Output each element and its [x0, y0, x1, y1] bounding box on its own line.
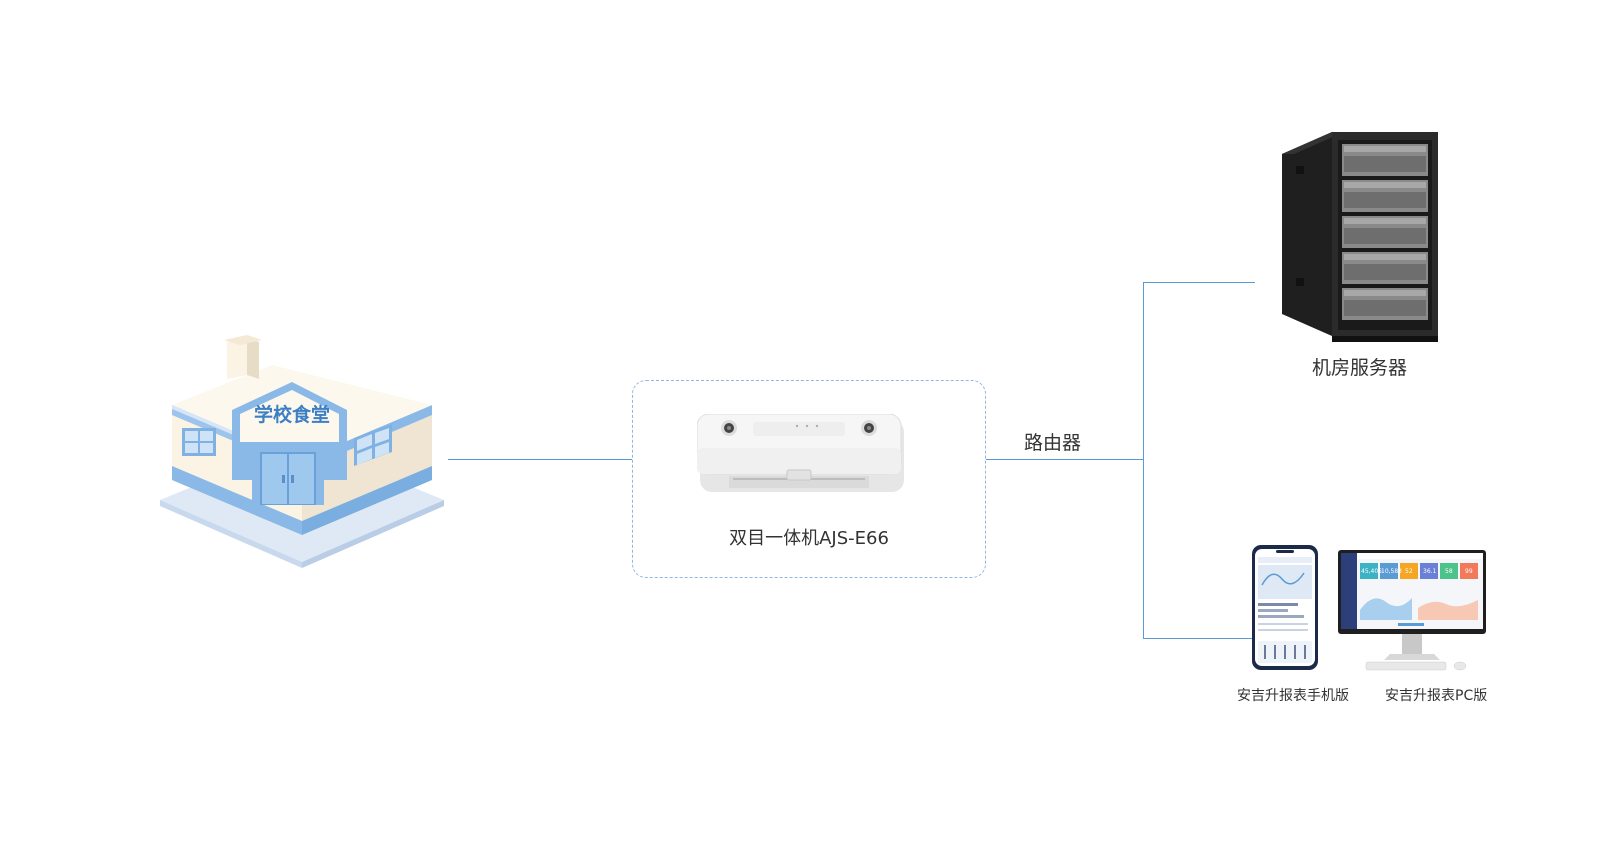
device-to-router-line: [986, 459, 1143, 460]
router-branch-line: [1143, 282, 1144, 638]
server-rack-image: [1280, 128, 1440, 343]
mobile-phone-image: [1252, 545, 1318, 670]
building-to-device-line: [448, 459, 632, 460]
pc-stat-cards: 45,405 10,583 52 36.1 58 99: [1360, 568, 1480, 578]
pc-stat-3: 52: [1405, 568, 1413, 575]
pc-monitor-image: 45,405 10,583 52 36.1 58 99: [1338, 550, 1486, 675]
server-units: [1342, 144, 1428, 320]
mobile-report-label: 安吉升报表手机版: [1237, 688, 1349, 704]
pc-stat-5: 58: [1445, 568, 1453, 575]
device-label: 双目一体机AJS-E66: [729, 528, 889, 549]
school-canteen-building: 学校食堂: [152, 330, 452, 570]
building-sign: 学校食堂: [253, 404, 330, 426]
router-label: 路由器: [1024, 432, 1082, 454]
router-to-server-line: [1143, 282, 1255, 283]
server-label: 机房服务器: [1312, 357, 1408, 379]
pc-report-label: 安吉升报表PC版: [1385, 688, 1488, 704]
pc-stat-2: 10,583: [1381, 568, 1402, 575]
router-to-clients-line: [1143, 638, 1255, 639]
binocular-device-image: [696, 413, 907, 496]
device-container: [632, 380, 986, 578]
pc-stat-1: 45,405: [1361, 568, 1382, 575]
pc-stat-4: 36.1: [1423, 568, 1437, 575]
building-illustration: [160, 335, 444, 568]
pc-stat-6: 99: [1465, 568, 1473, 575]
